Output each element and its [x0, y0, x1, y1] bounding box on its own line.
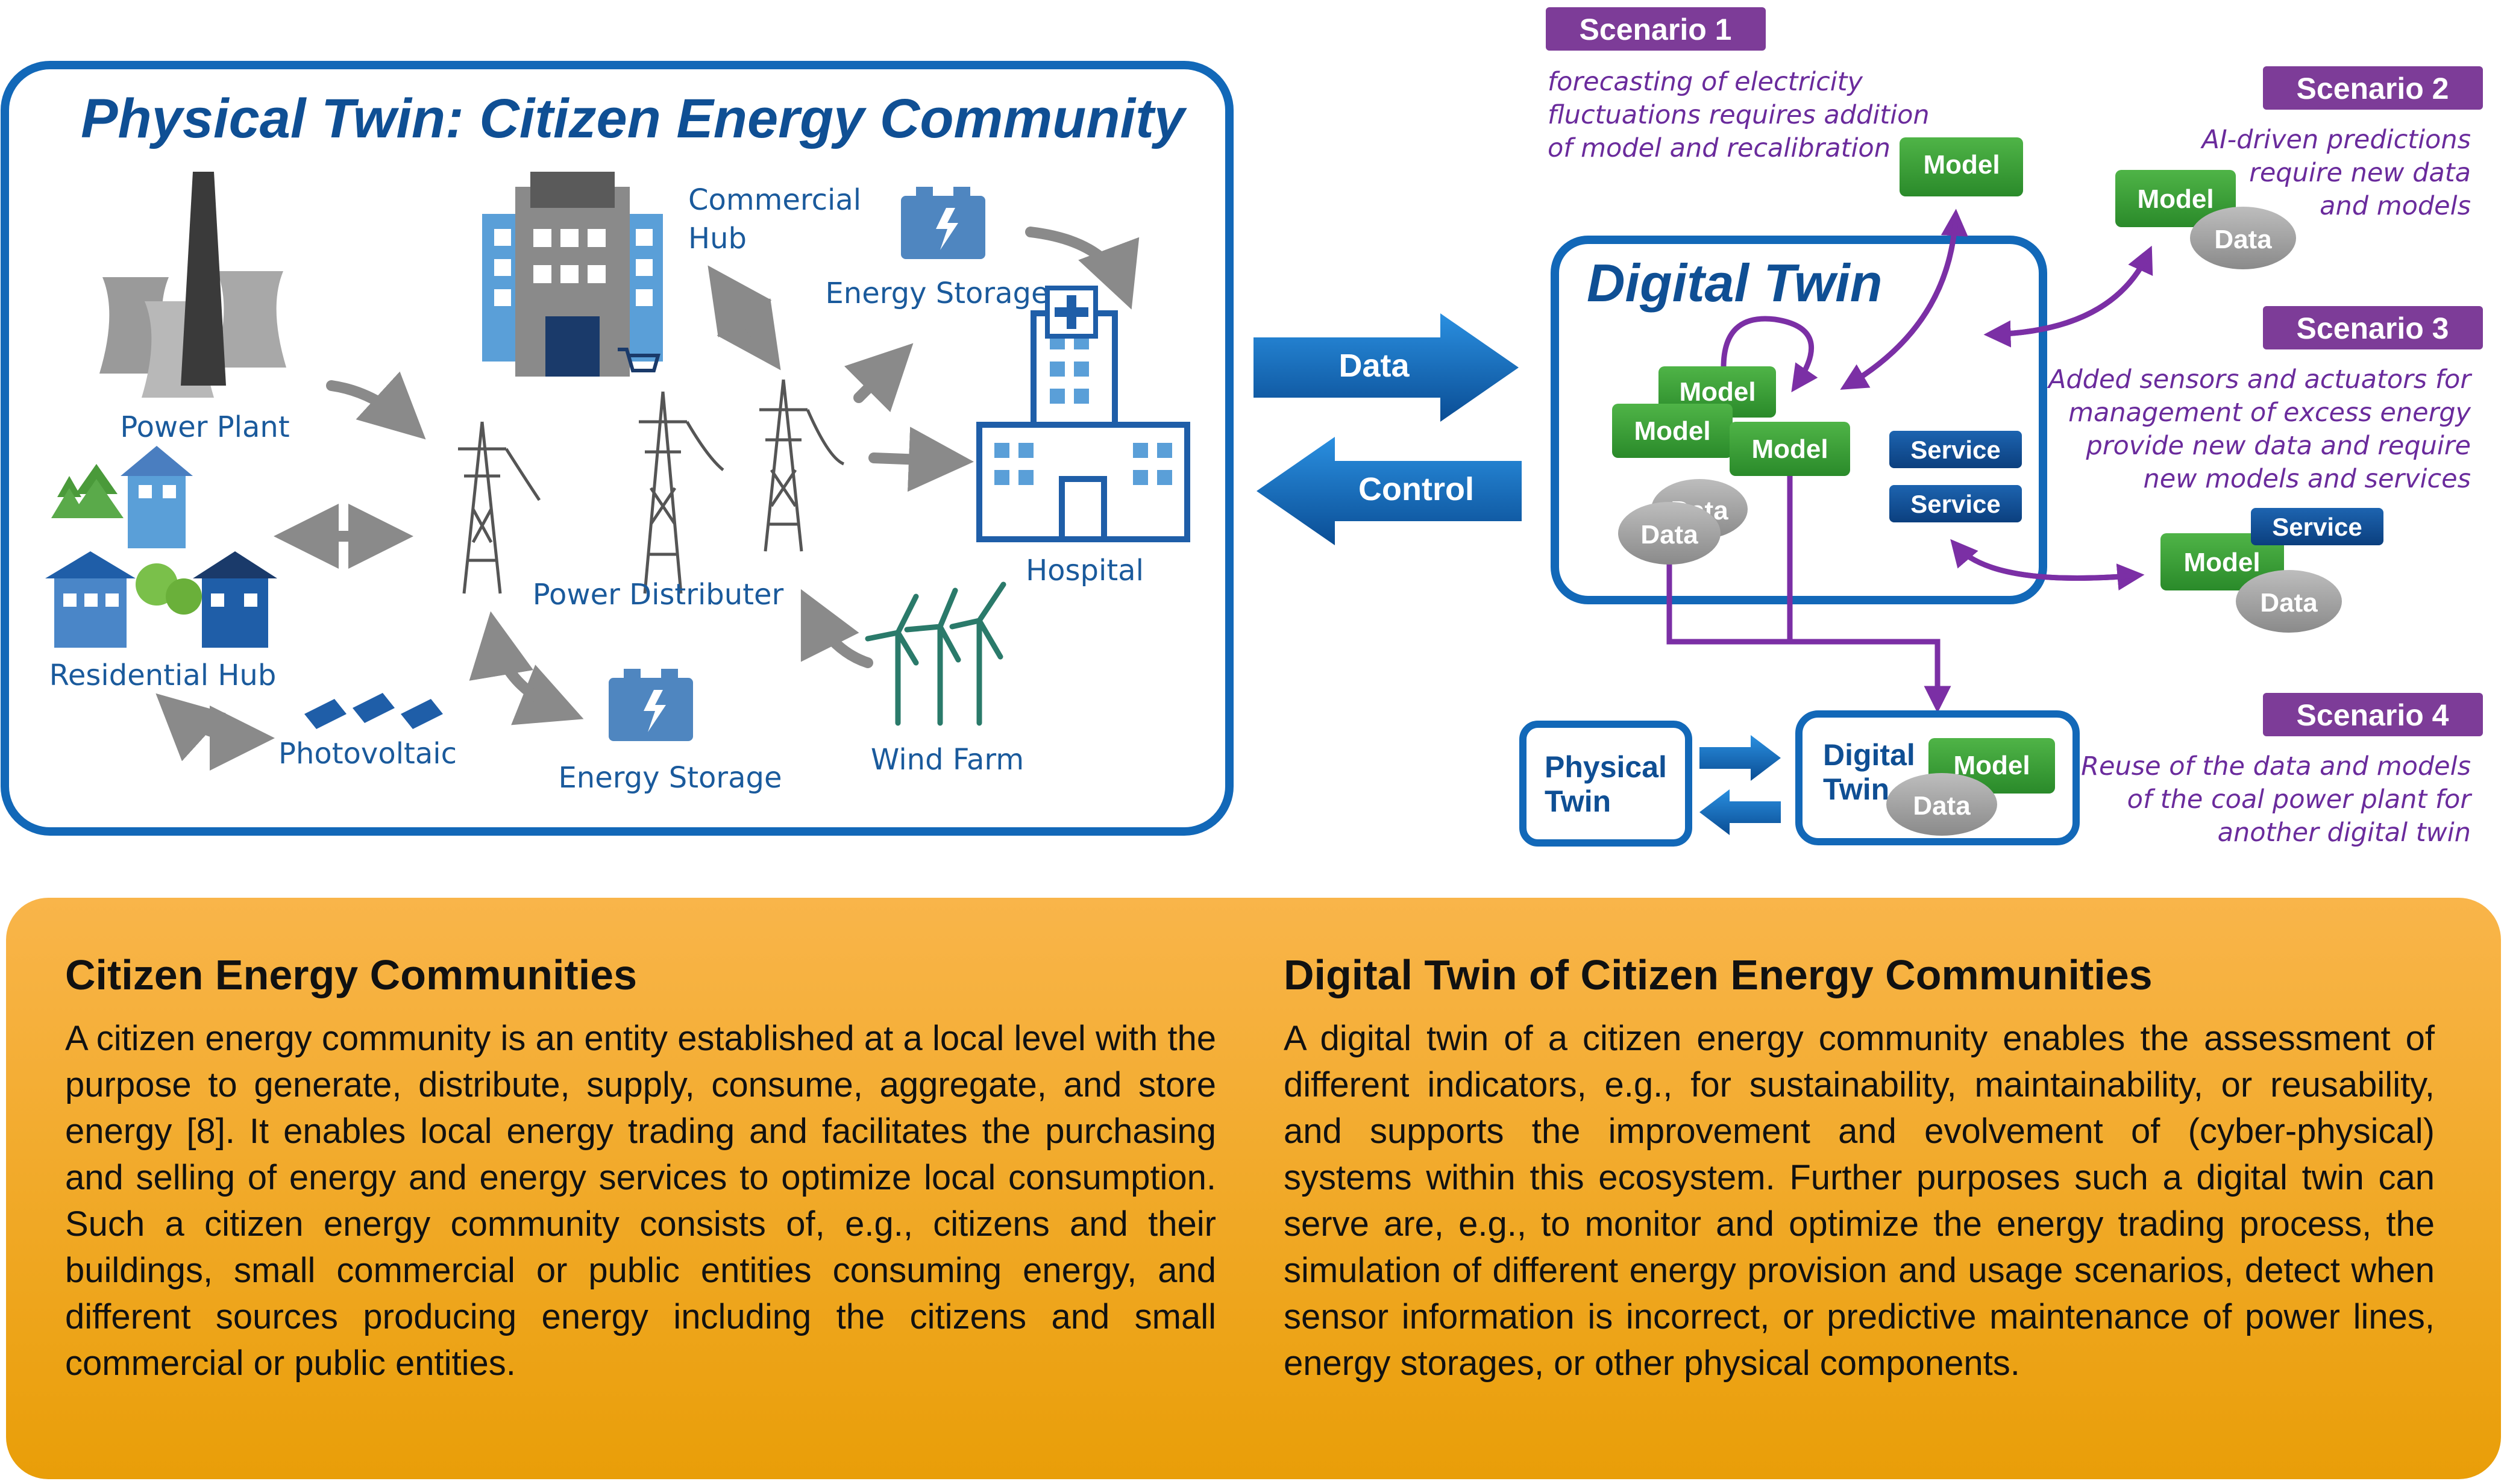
section-heading-right: Digital Twin of Citizen Energy Communiti… — [1284, 951, 2153, 998]
scenario-1-line-3: of model and recalibration — [1548, 133, 1890, 163]
scenario-4-line-1: Reuse of the data and models — [2081, 751, 2471, 781]
label-wind-farm: Wind Farm — [871, 743, 1024, 777]
section-body-right: A digital twin of a citizen energy commu… — [1284, 1019, 2435, 1383]
svg-text:Model: Model — [1634, 416, 1710, 446]
label-photovoltaic: Photovoltaic — [278, 737, 457, 771]
scenario-2-line-2: require new data — [2249, 158, 2471, 188]
scenario-2-model-node: Model — [2115, 170, 2236, 227]
digital-twin-data-node-2: Data — [1618, 502, 1721, 565]
energy-storage-icon-bottom — [609, 669, 693, 741]
scenario-2-data-node: Data — [2190, 207, 2296, 269]
digital-twin-service-node-2: Service — [1889, 485, 2022, 522]
physical-flow-arrows — [155, 227, 1140, 771]
physical-twin-title: Physical Twin: Citizen Energy Community — [81, 88, 1187, 149]
scenario-3-line-2: management of excess energy — [2068, 398, 2471, 428]
control-arrow-label: Control — [1358, 471, 1474, 507]
scenario-4-tag — [2263, 693, 2483, 736]
small-data-arrow — [1699, 735, 1781, 781]
scenario-3-service-node: Service — [2251, 508, 2383, 545]
scenario-3-model-node: Model — [2160, 533, 2284, 590]
scenario-4-title: Scenario 4 — [2297, 698, 2449, 732]
power-plant-icon — [99, 172, 286, 398]
label-residential-hub: Residential Hub — [49, 659, 277, 692]
scenario-2-title: Scenario 2 — [2297, 72, 2449, 105]
scenario-4-line-2: of the coal power plant for — [2127, 784, 2473, 815]
scenario-1-line-2: fluctuations requires addition — [1548, 100, 1930, 130]
label-commercial-hub-1: Commercial — [688, 183, 861, 217]
digital-twin-model-node-2: Model — [1612, 404, 1733, 458]
scenario-1-title: Scenario 1 — [1580, 13, 1732, 46]
small-control-arrow — [1699, 789, 1781, 835]
scenario-1-line-1: forecasting of electricity — [1548, 67, 1863, 97]
data-arrow-label: Data — [1338, 348, 1410, 384]
label-energy-storage-bottom: Energy Storage — [558, 761, 782, 795]
diagram-canvas: Physical Twin: Citizen Energy Community … — [1, 7, 2483, 848]
label-power-distributer: Power Distributer — [533, 578, 784, 612]
scenario-1-tag — [1546, 7, 1766, 51]
small-digital-twin-label-1: Digital — [1823, 738, 1915, 772]
label-hospital: Hospital — [1026, 554, 1144, 587]
small-digital-twin-data-node: Data — [1886, 773, 1997, 836]
scenario-3-line-4: new models and services — [2143, 464, 2471, 494]
label-power-plant: Power Plant — [120, 410, 289, 444]
energy-storage-icon-top — [901, 187, 985, 259]
svg-text:Data: Data — [1640, 520, 1698, 549]
svg-text:Data: Data — [2214, 225, 2272, 254]
residential-hub-icon — [45, 446, 277, 648]
scenario-2-line-3: and models — [2320, 191, 2471, 221]
section-body-left: A citizen energy community is an entity … — [65, 1019, 1216, 1383]
scenario-3-line-3: provide new data and require — [2086, 431, 2471, 461]
scenario-3-data-node: Data — [2236, 570, 2342, 633]
label-energy-storage-top: Energy Storage — [825, 277, 1049, 310]
scenario-4-line-3: another digital twin — [2218, 818, 2471, 848]
small-physical-twin-label-1: Physical — [1545, 750, 1667, 784]
scenario-3-line-1: Added sensors and actuators for — [2047, 365, 2472, 395]
small-physical-twin-box — [1519, 721, 1692, 847]
commercial-hub-icon — [482, 172, 663, 377]
digital-twin-service-node-1: Service — [1889, 431, 2022, 468]
scenario-connectors — [1666, 208, 2153, 713]
svg-text:Model: Model — [1923, 150, 2000, 180]
svg-text:Data: Data — [2260, 588, 2318, 618]
small-physical-twin-label-2: Twin — [1545, 784, 1611, 818]
section-digital-twin: Digital Twin of Citizen Energy Communiti… — [1284, 952, 2435, 1386]
section-heading-left: Citizen Energy Communities — [65, 951, 638, 998]
scenario-1-model-node: Model — [1900, 137, 2023, 196]
hospital-icon — [976, 286, 1190, 542]
explanation-panel: Citizen Energy Communities A citizen ene… — [6, 898, 2501, 1479]
svg-text:Model: Model — [2183, 548, 2260, 577]
svg-text:Model: Model — [2137, 184, 2214, 214]
label-commercial-hub-2: Hub — [688, 222, 747, 255]
control-arrow — [1257, 437, 1522, 545]
svg-text:Service: Service — [2272, 513, 2362, 541]
svg-text:Model: Model — [1679, 377, 1756, 407]
svg-text:Service: Service — [1910, 490, 2000, 518]
small-digital-twin-label-2: Twin — [1823, 772, 1889, 806]
scenario-3-tag — [2263, 306, 2483, 349]
svg-text:Model: Model — [1751, 434, 1828, 464]
data-arrow — [1254, 313, 1519, 422]
scenario-2-line-1: AI-driven predictions — [2200, 125, 2471, 155]
photovoltaic-icon — [304, 693, 443, 729]
svg-text:Model: Model — [1953, 751, 2030, 780]
svg-text:Data: Data — [1913, 791, 1971, 821]
scenario-3-title: Scenario 3 — [2297, 312, 2449, 345]
svg-text:Service: Service — [1910, 436, 2000, 464]
digital-twin-model-node-3: Model — [1730, 422, 1850, 476]
wind-farm-icon — [865, 581, 1006, 726]
scenario-2-tag — [2263, 66, 2483, 110]
digital-twin-title: Digital Twin — [1587, 253, 1883, 313]
section-citizen-energy-communities: Citizen Energy Communities A citizen ene… — [65, 952, 1216, 1386]
power-tower-icons — [458, 379, 845, 594]
